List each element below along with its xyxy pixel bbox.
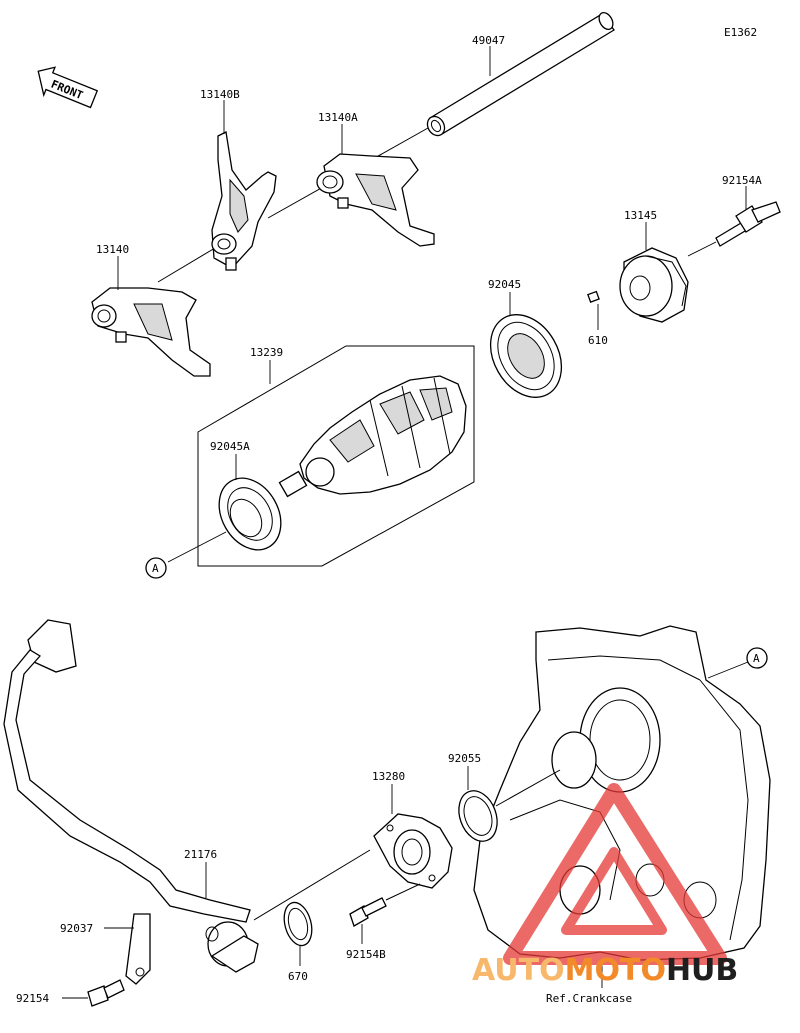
bolt-92154A <box>715 201 781 247</box>
spacer-92037 <box>125 913 151 985</box>
shift-fork-13140B <box>211 131 277 271</box>
bolt-92154 <box>87 979 125 1007</box>
diagram-id: E1362 <box>724 26 757 39</box>
shift-cam-13145 <box>619 247 689 323</box>
label-21176: 21176 <box>184 848 217 861</box>
bolt-92154B <box>349 897 387 927</box>
label-13239: 13239 <box>250 346 283 359</box>
o-ring-92055 <box>458 790 498 842</box>
watermark-part1: AUTO <box>472 953 565 988</box>
shift-rod-49047 <box>426 11 615 137</box>
watermark-part3: HUB <box>666 953 738 988</box>
label-92154B: 92154B <box>346 948 386 961</box>
shift-fork-13140 <box>91 287 211 377</box>
watermark-logo <box>503 783 727 965</box>
label-92045: 92045 <box>488 278 521 291</box>
label-92037: 92037 <box>60 922 93 935</box>
shift-drum <box>278 375 467 498</box>
callout-a-circle <box>145 557 167 579</box>
label-13280: 13280 <box>372 770 405 783</box>
label-92154: 92154 <box>16 992 49 1005</box>
shaft-holder-13280 <box>373 813 453 889</box>
watermark-triangle-icon <box>503 783 727 965</box>
callout-a-crankcase: A <box>753 652 760 665</box>
front-arrow-icon: FRONT <box>37 66 99 109</box>
bearing-92045 <box>489 314 563 398</box>
ref-crankcase-label: Ref.Crankcase <box>546 992 632 1005</box>
label-13140A: 13140A <box>318 111 358 124</box>
label-610: 610 <box>588 334 608 347</box>
callout-a-crankcase-circle <box>746 647 768 669</box>
assembly-box-13239 <box>197 345 475 567</box>
watermark-part2: MOTO <box>565 953 666 988</box>
label-670: 670 <box>288 970 308 983</box>
o-ring-670 <box>283 901 313 947</box>
watermark-text: AUTOMOTOHUB <box>472 953 738 988</box>
label-92154A: 92154A <box>722 174 762 187</box>
label-49047: 49047 <box>472 34 505 47</box>
label-13145: 13145 <box>624 209 657 222</box>
shift-fork-13140A <box>316 153 435 247</box>
pin-610 <box>587 290 600 303</box>
label-92045A: 92045A <box>210 440 250 453</box>
label-13140: 13140 <box>96 243 129 256</box>
label-92055: 92055 <box>448 752 481 765</box>
oil-seal-92045A <box>218 477 282 551</box>
shift-shaft-21176 <box>3 619 259 973</box>
callout-a: A <box>152 562 159 575</box>
label-13140B: 13140B <box>200 88 240 101</box>
